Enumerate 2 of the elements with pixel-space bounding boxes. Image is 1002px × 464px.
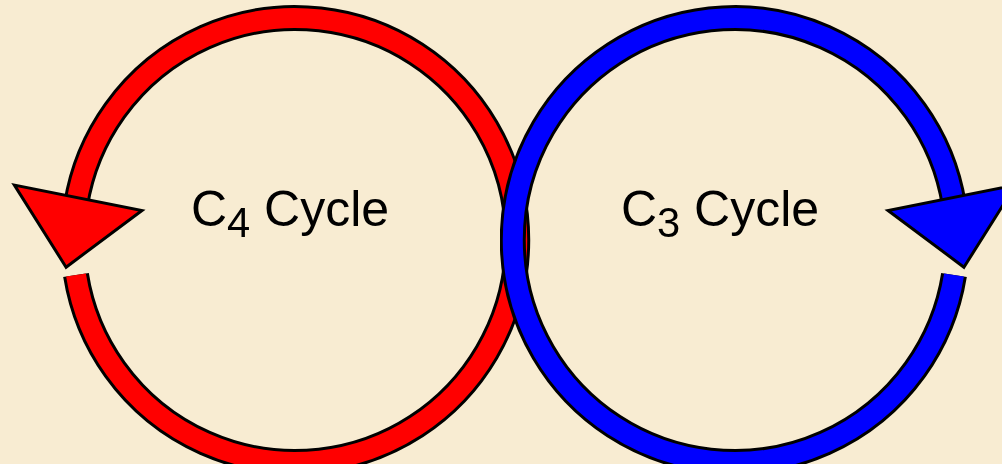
cycle-label: C$_{3}$ Cycle — [570, 180, 870, 247]
cycle-label: C$_{4}$ Cycle — [140, 180, 440, 247]
